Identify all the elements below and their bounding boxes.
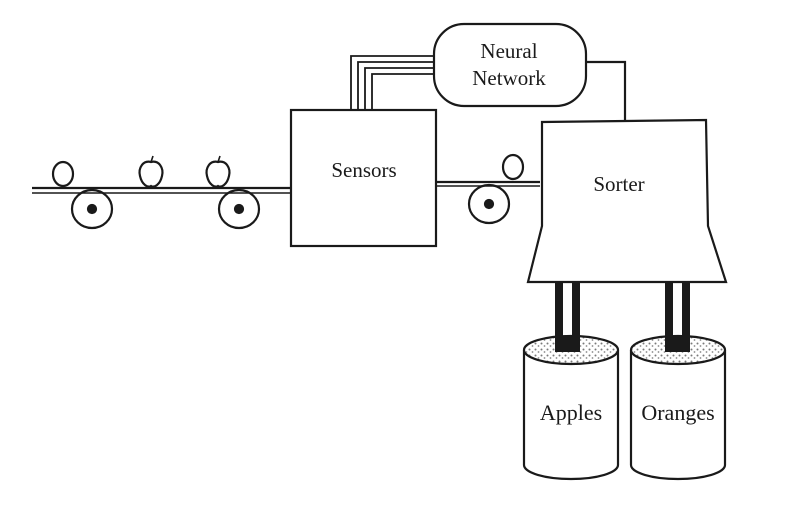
orange-icon xyxy=(51,160,75,188)
roller-icon xyxy=(70,188,114,230)
apple-icon xyxy=(138,155,164,188)
neural-network-box xyxy=(432,22,588,108)
neural-network-label-line2: Network xyxy=(472,66,546,90)
oranges-bin xyxy=(629,334,727,481)
apples-label: Apples xyxy=(540,400,602,425)
sorter-box xyxy=(526,118,728,284)
control-wire xyxy=(586,60,627,122)
sensor-data-wires xyxy=(350,55,436,110)
orange-icon xyxy=(501,153,525,181)
conveyor-belt xyxy=(32,180,540,194)
roller-icon xyxy=(467,183,511,225)
sensors-box xyxy=(289,108,438,248)
sorter-label: Sorter xyxy=(593,172,644,196)
oranges-chute xyxy=(665,283,690,351)
apples-bin xyxy=(522,334,620,481)
neural-network-label-line1: Neural xyxy=(480,39,537,63)
roller-icon xyxy=(217,188,261,230)
apple-icon xyxy=(205,155,231,188)
apples-chute xyxy=(555,283,580,351)
oranges-label: Oranges xyxy=(641,400,714,425)
sensors-label: Sensors xyxy=(331,158,396,182)
